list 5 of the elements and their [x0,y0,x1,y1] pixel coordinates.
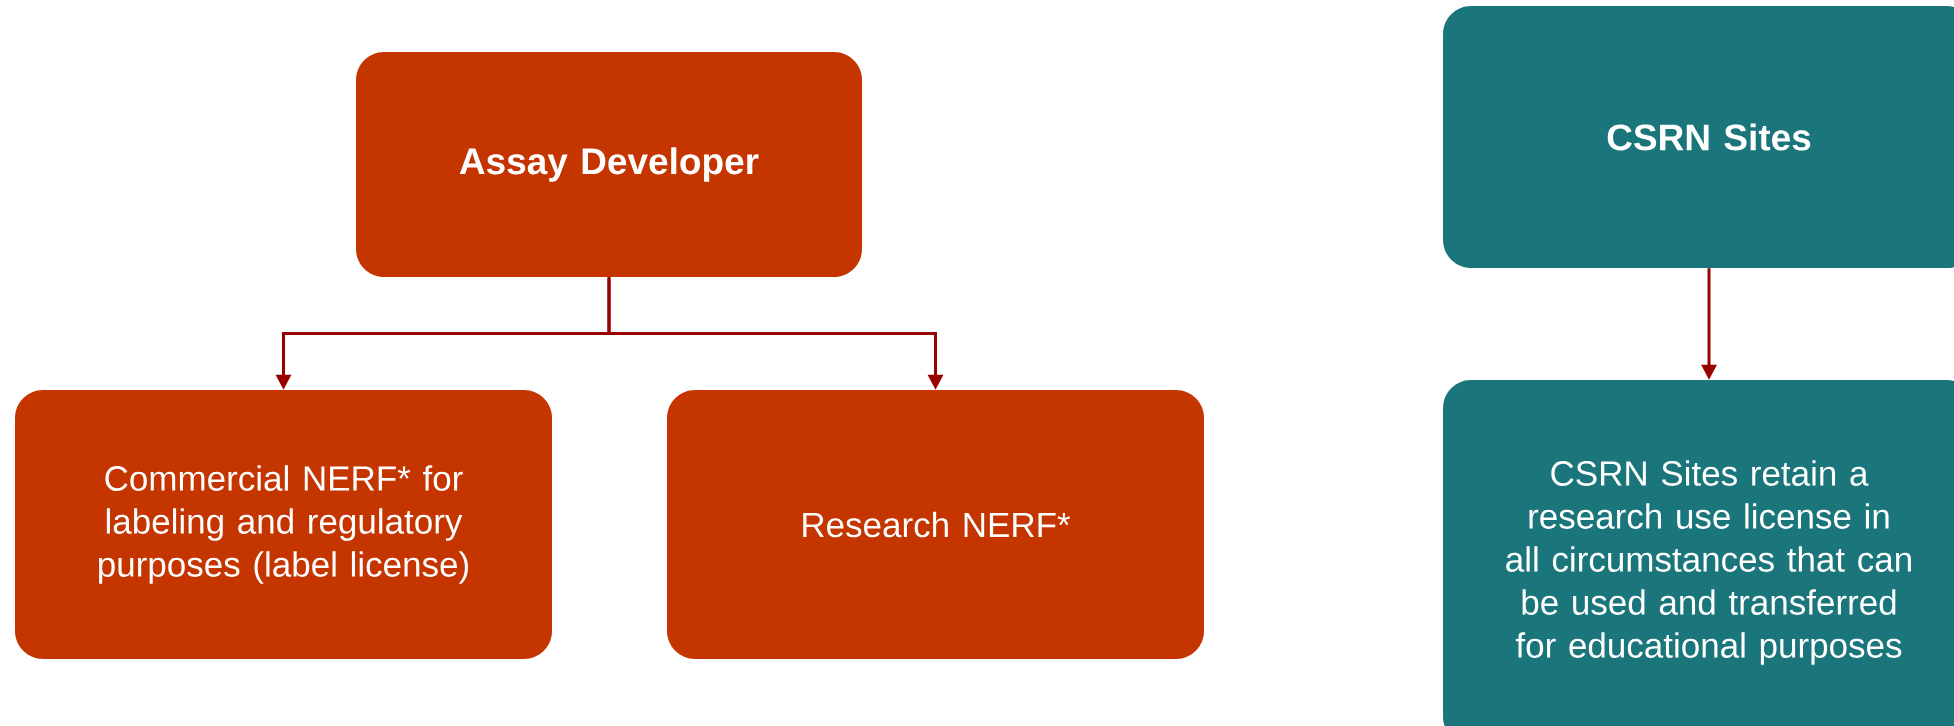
process-box: CSRN Sites retain a research use license in all circumstances that can be used and transferred for educational purposes [1443,380,1954,726]
process-box: Commercial NERF* for labeling and regulatory purposes (label license) [15,390,552,659]
process-box: Research NERF* [667,390,1204,659]
heading-box: CSRN Sites [1443,6,1954,268]
heading-box: Assay Developer [356,52,862,277]
